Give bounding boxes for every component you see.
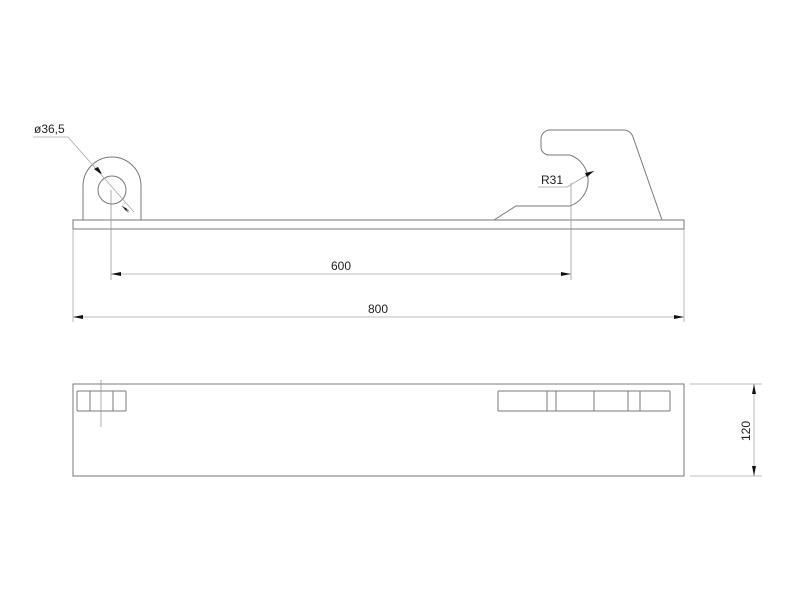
hook-radius-dimension: R31 xyxy=(538,170,595,188)
overall-length-dimension: 800 xyxy=(72,229,685,322)
plate-outline xyxy=(72,383,685,477)
hole-diameter-dimension: ø36,5 xyxy=(33,122,135,213)
base-plate xyxy=(72,219,685,230)
top-view: 120 xyxy=(72,380,762,477)
center-distance-label: 600 xyxy=(331,259,351,273)
center-distance-dimension: 600 xyxy=(111,259,571,276)
left-slot-group xyxy=(76,380,127,427)
front-view: ø36,5 R31 600 800 xyxy=(33,122,685,322)
hook-radius-label: R31 xyxy=(541,173,563,187)
width-dimension: 120 xyxy=(690,383,762,477)
hole-diameter-label: ø36,5 xyxy=(34,122,65,136)
right-slot-group xyxy=(497,390,671,412)
overall-length-label: 800 xyxy=(368,302,388,316)
lug-hole xyxy=(97,175,127,205)
hook xyxy=(493,129,663,221)
lug xyxy=(82,156,142,220)
width-label: 120 xyxy=(739,421,753,441)
